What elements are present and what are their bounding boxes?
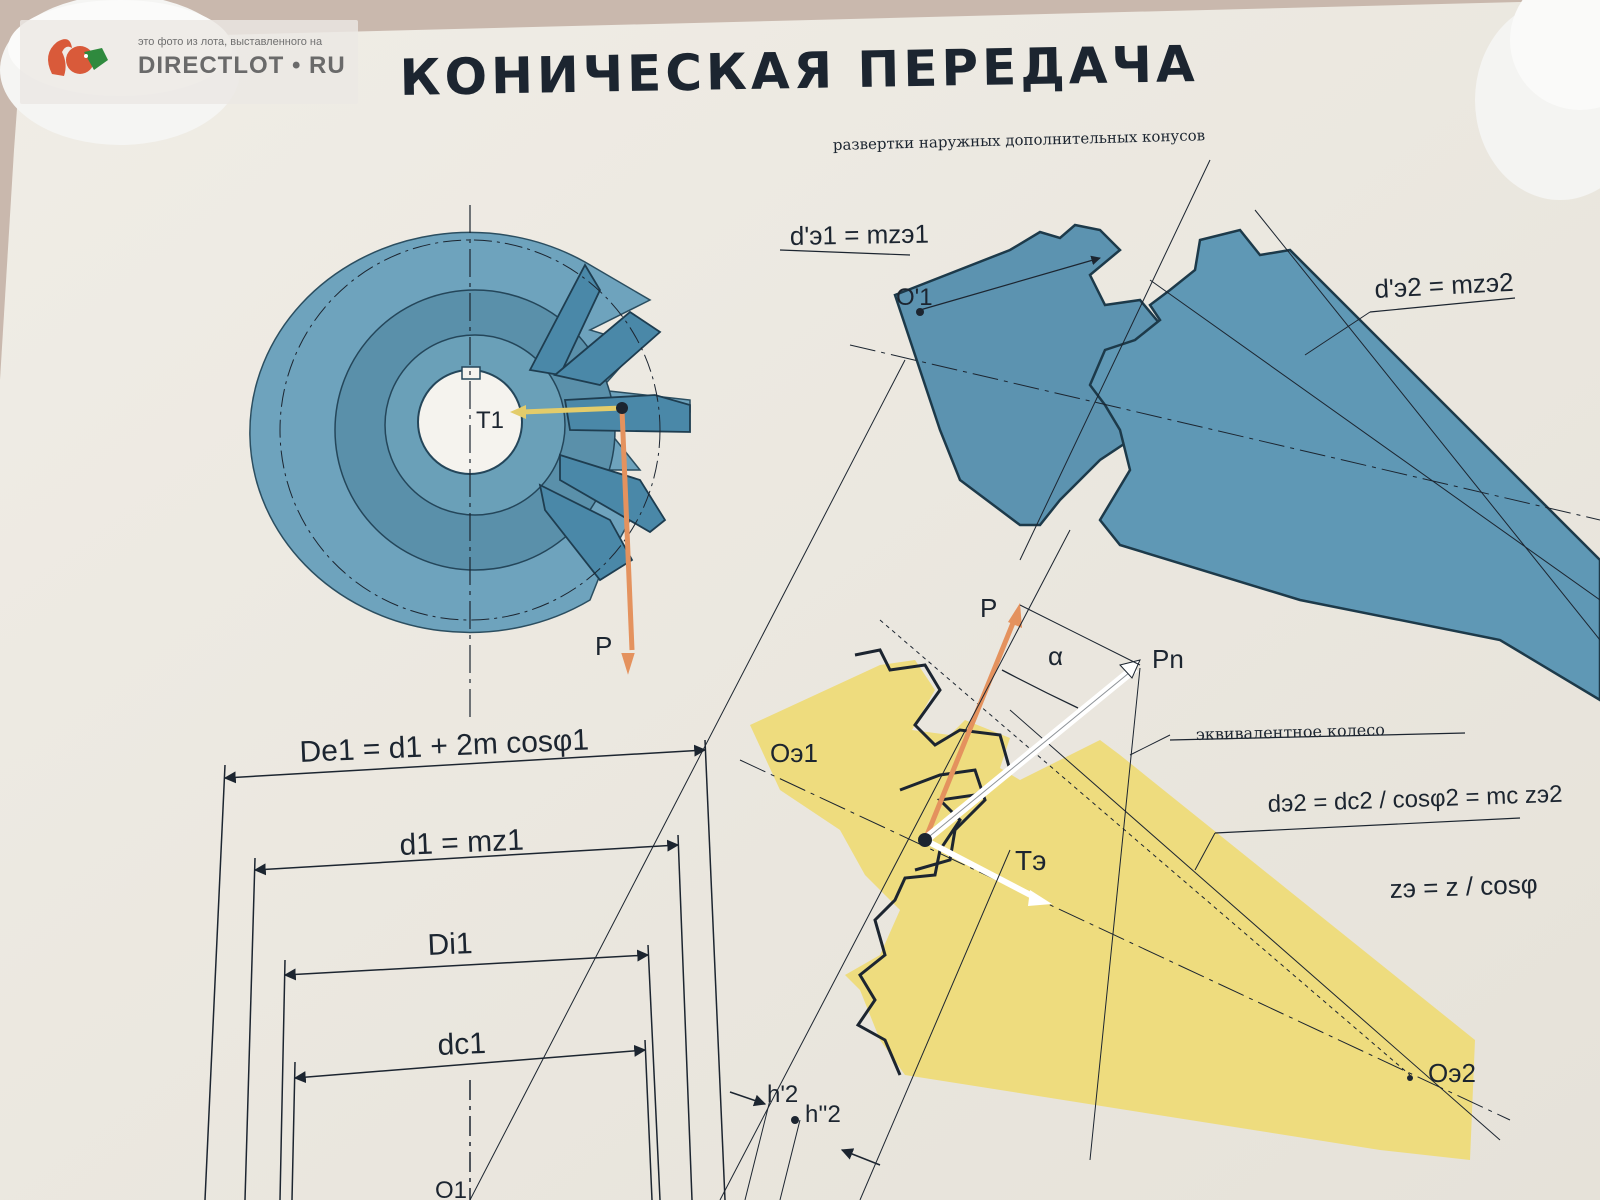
label-oe1: Oэ1 (770, 738, 818, 768)
developed-cone-blue (779, 159, 1600, 702)
label-o1-prime: O'1 (896, 284, 933, 311)
label-pn: Pn (1152, 644, 1184, 674)
watermark: это фото из лота, выставленного на DIREC… (20, 20, 358, 104)
poster-title: КОНИЧЕСКАЯ ПЕРЕДАЧА (399, 35, 1199, 107)
squirrel-logo-icon (48, 39, 108, 76)
de-prime1-leader (779, 249, 911, 256)
formula-di1: Di1 (427, 927, 473, 962)
blue-cone-2 (1088, 228, 1600, 702)
label-oe2: Oэ2 (1428, 1058, 1476, 1088)
gear-teeth (528, 263, 691, 582)
label-p-force: P (980, 593, 997, 623)
label-p-top: P (595, 631, 612, 661)
formula-d1: d1 = mz1 (399, 824, 525, 862)
label-h2-double: h''2 (805, 1101, 841, 1128)
de-prime2-leader (1369, 297, 1516, 313)
dimension-lines (204, 359, 1071, 1200)
force-origin-dot (616, 402, 628, 414)
force-te-arrow (923, 837, 1042, 903)
label-h2-prime: h'2 (767, 1081, 798, 1108)
yellow-gear-outline (854, 648, 1012, 1076)
alpha-arc (1001, 669, 1079, 709)
label-alpha: α (1048, 641, 1063, 671)
force-p-yellow (922, 617, 1018, 841)
gear-keyway (461, 366, 481, 380)
pitch-circle (279, 239, 661, 621)
watermark-brand: DIRECTLOT • RU (138, 52, 346, 79)
formula-dc1: dc1 (437, 1027, 487, 1062)
label-t1: T1 (476, 407, 504, 434)
force-p-arrow (619, 409, 635, 651)
right-roller (1475, 0, 1600, 200)
equivalent-wheel-leader (1169, 732, 1466, 741)
equivalent-wheel-label: эквивалентное колесо (1196, 720, 1385, 744)
bevel-gear-front-view (249, 205, 691, 720)
formula-ze: zэ = z / cosφ (1389, 869, 1538, 904)
formula-de-prime1: d'э1 = mzэ1 (790, 219, 930, 251)
de2-leader (1214, 817, 1521, 834)
formula-de-prime2: d'э2 = mzэ2 (1374, 267, 1515, 304)
label-o-bottom: O1 (435, 1177, 467, 1200)
force-t1-arrow (521, 405, 623, 415)
watermark-caption: это фото из лота, выставленного на (138, 36, 323, 48)
label-te: Tэ (1015, 845, 1046, 876)
